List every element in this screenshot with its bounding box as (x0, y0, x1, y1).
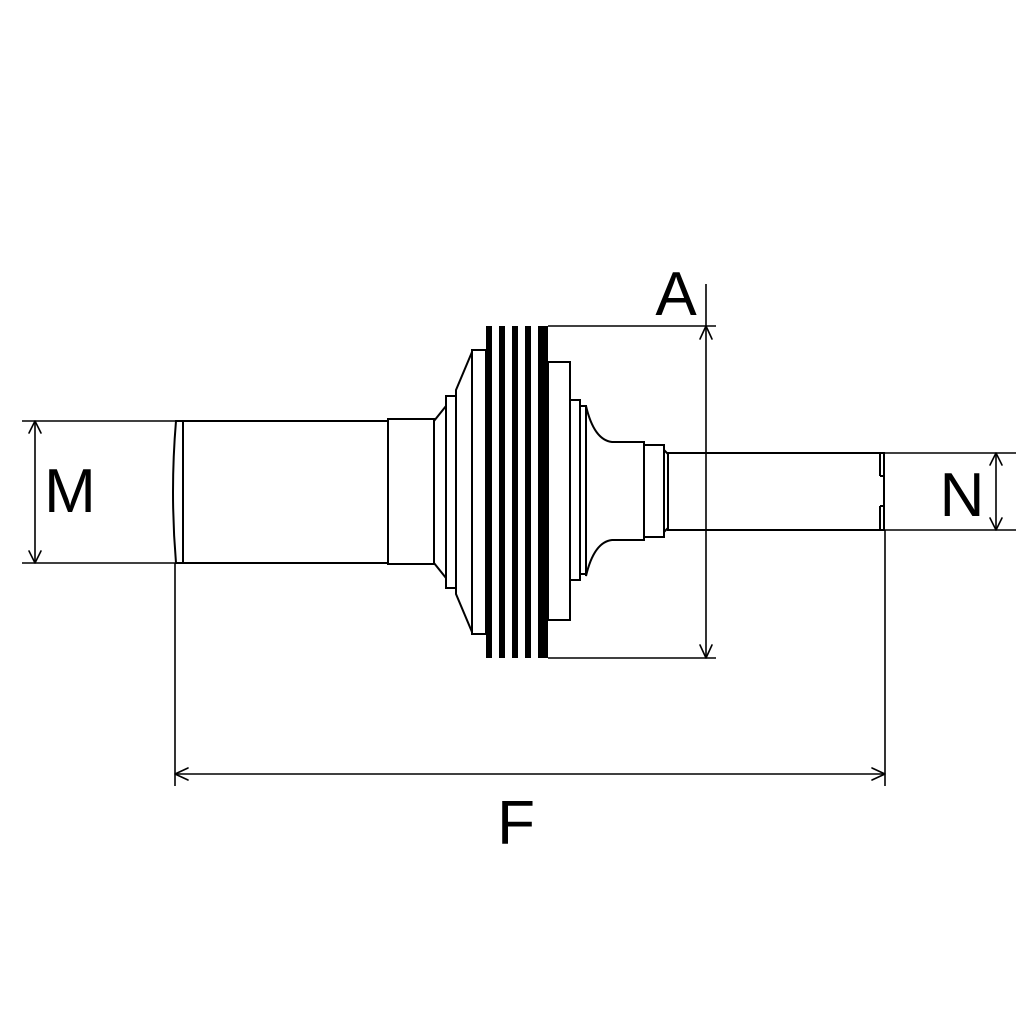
right-hub (547, 361, 669, 621)
label-m: M (44, 457, 96, 526)
left-shaft (172, 420, 389, 564)
disc-3 (512, 326, 518, 658)
dimension-m (22, 420, 176, 564)
left-shoulder (387, 349, 487, 635)
label-a: A (655, 260, 697, 329)
disc-pack (486, 326, 548, 658)
label-n: N (940, 461, 985, 530)
dimension-a (548, 284, 716, 659)
dimension-n (884, 452, 1016, 531)
right-shaft (667, 452, 885, 531)
dimension-f (174, 530, 886, 786)
label-f: F (497, 789, 535, 858)
disc-2 (499, 326, 505, 658)
disc-4 (525, 326, 531, 658)
disc-1 (486, 326, 492, 658)
disc-5 (538, 326, 544, 658)
disc-6 (544, 326, 548, 658)
